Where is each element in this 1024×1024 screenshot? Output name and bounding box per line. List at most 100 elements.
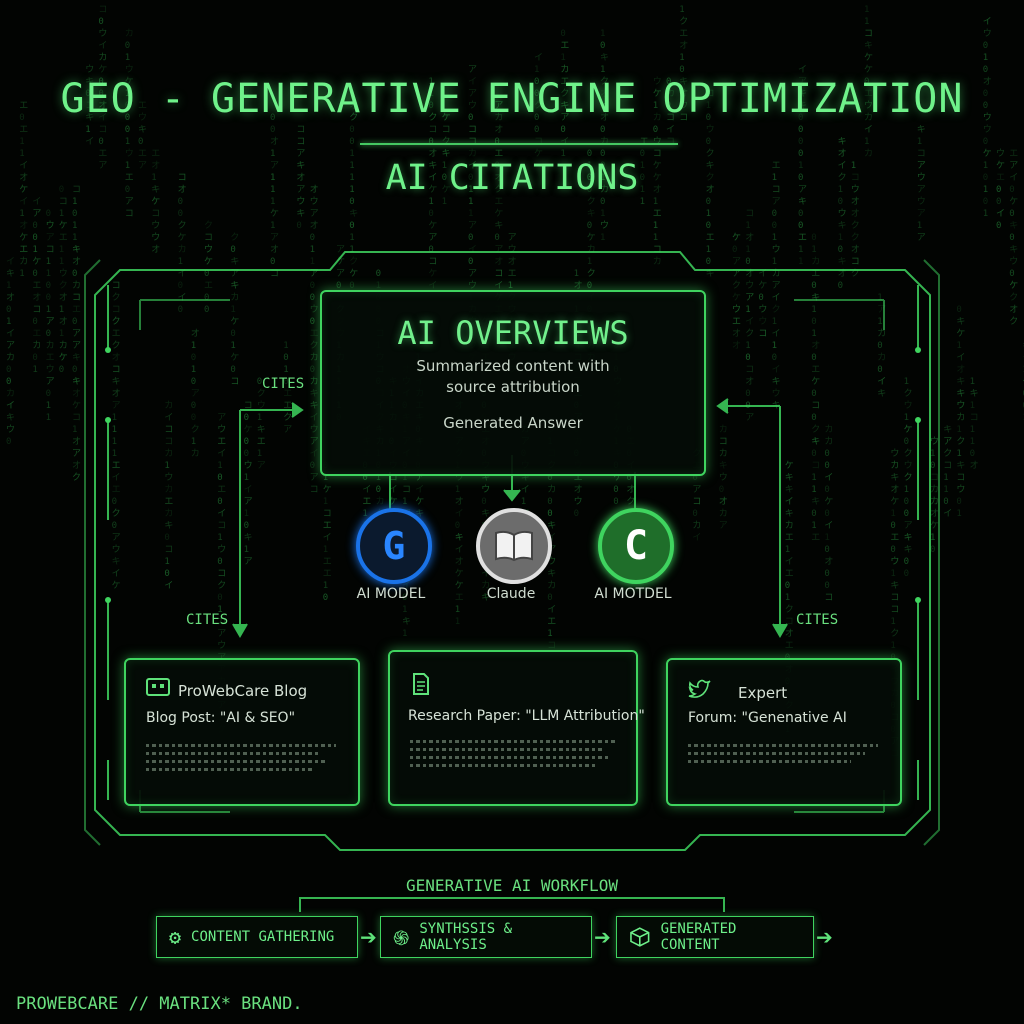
svg-text:1: 1: [455, 605, 460, 615]
svg-text:エ: エ: [217, 485, 226, 495]
svg-text:0: 0: [838, 197, 843, 207]
svg-text:イ: イ: [323, 533, 332, 543]
svg-text:0: 0: [824, 449, 829, 459]
svg-text:1: 1: [600, 209, 605, 219]
svg-text:ク: ク: [587, 268, 596, 279]
svg-text:1: 1: [310, 245, 315, 255]
svg-text:ア: ア: [745, 413, 754, 423]
svg-text:0: 0: [72, 269, 77, 279]
svg-text:ウ: ウ: [125, 148, 134, 159]
svg-text:1: 1: [956, 509, 961, 519]
svg-text:キ: キ: [72, 245, 81, 255]
svg-text:0: 0: [983, 197, 988, 207]
svg-text:1: 1: [904, 377, 909, 387]
svg-text:オ: オ: [72, 256, 81, 267]
svg-text:ア: ア: [772, 281, 781, 291]
svg-text:ウ: ウ: [719, 472, 728, 483]
svg-text:エ: エ: [138, 149, 147, 159]
svg-text:オ: オ: [745, 376, 754, 387]
open-book-icon[interactable]: [476, 508, 552, 584]
svg-text:1: 1: [904, 485, 909, 495]
svg-text:0: 0: [600, 197, 605, 207]
svg-text:0: 0: [349, 197, 354, 207]
svg-text:ク: ク: [851, 232, 860, 243]
svg-text:ケ: ケ: [59, 220, 68, 231]
svg-text:カ: カ: [956, 412, 965, 423]
svg-text:0: 0: [983, 89, 988, 99]
svg-text:エ: エ: [19, 245, 28, 255]
svg-text:ケ: ケ: [125, 76, 134, 87]
svg-text:キ: キ: [890, 473, 899, 483]
svg-text:ア: ア: [217, 413, 226, 423]
svg-text:イ: イ: [455, 545, 464, 555]
svg-text:エ: エ: [19, 125, 28, 135]
svg-text:0: 0: [98, 17, 103, 27]
svg-text:カ: カ: [824, 436, 833, 447]
svg-text:1: 1: [349, 233, 354, 243]
svg-text:1: 1: [323, 545, 328, 555]
svg-text:1: 1: [323, 581, 328, 591]
svg-text:キ: キ: [904, 545, 913, 555]
svg-text:1: 1: [587, 161, 592, 171]
google-g-icon[interactable]: G: [356, 508, 432, 584]
svg-text:カ: カ: [19, 256, 28, 267]
svg-text:1: 1: [917, 137, 922, 147]
svg-text:エ: エ: [732, 317, 741, 327]
svg-text:カ: カ: [178, 244, 187, 255]
svg-text:1: 1: [59, 209, 64, 219]
svg-text:0: 0: [600, 125, 605, 135]
svg-text:コ: コ: [653, 245, 662, 255]
svg-text:ウ: ウ: [6, 424, 15, 435]
svg-text:キ: キ: [1022, 341, 1024, 351]
chat-c-icon[interactable]: C: [598, 508, 674, 584]
svg-text:0: 0: [1009, 233, 1014, 243]
svg-text:ウ: ウ: [244, 460, 253, 471]
svg-text:キ: キ: [679, 77, 688, 87]
svg-text:ア: ア: [494, 101, 503, 111]
workflow-step-generated-content[interactable]: GENERATED CONTENT: [616, 916, 814, 958]
source-card-blog[interactable]: ProWebCare Blog Blog Post: "AI & SEO": [124, 658, 360, 806]
svg-text:ウ: ウ: [890, 448, 899, 459]
svg-text:ウ: ウ: [112, 544, 121, 555]
svg-text:イ: イ: [244, 485, 253, 495]
workflow-step-synthesis[interactable]: ֍ SYNTHSSIS & ANALYSIS: [380, 916, 592, 958]
svg-text:カ: カ: [930, 496, 939, 507]
source-card-forum[interactable]: Expert Forum: "Genenative AI: [666, 658, 902, 806]
svg-text:コ: コ: [666, 137, 675, 147]
svg-text:ア: ア: [560, 113, 569, 123]
svg-text:0: 0: [481, 497, 486, 507]
svg-text:1: 1: [46, 305, 51, 315]
svg-text:ケ: ケ: [732, 232, 741, 243]
svg-text:1: 1: [811, 305, 816, 315]
workflow-step-content-gathering[interactable]: ⚙ CONTENT GATHERING: [156, 916, 358, 958]
svg-text:1: 1: [19, 269, 24, 279]
svg-text:0: 0: [983, 101, 988, 111]
svg-text:イ: イ: [996, 209, 1005, 219]
svg-text:キ: キ: [85, 77, 94, 87]
source-line: Forum: "Genenative AI: [688, 710, 847, 726]
svg-text:0: 0: [692, 473, 697, 483]
svg-text:0: 0: [468, 173, 473, 183]
svg-text:エ: エ: [653, 209, 662, 219]
svg-text:オ: オ: [930, 508, 939, 519]
svg-text:1: 1: [811, 473, 816, 483]
svg-text:ウ: ウ: [257, 400, 266, 411]
svg-text:0: 0: [824, 485, 829, 495]
svg-text:キ: キ: [6, 413, 15, 423]
svg-text:1: 1: [270, 185, 275, 195]
svg-text:キ: キ: [257, 425, 266, 435]
svg-text:イ: イ: [772, 293, 781, 303]
svg-text:キ: キ: [138, 125, 147, 135]
source-card-research[interactable]: Research Paper: "LLM Attribution": [388, 650, 645, 806]
svg-text:エ: エ: [323, 569, 332, 579]
svg-text:イ: イ: [455, 509, 464, 519]
workflow-step-label: CONTENT GATHERING: [191, 929, 335, 945]
svg-text:0: 0: [125, 125, 130, 135]
svg-text:ウ: ウ: [983, 28, 992, 39]
svg-text:イ: イ: [772, 329, 781, 339]
svg-text:キ: キ: [1009, 221, 1018, 231]
svg-text:イ: イ: [864, 125, 873, 135]
svg-text:キ: キ: [349, 209, 358, 219]
svg-text:1: 1: [772, 233, 777, 243]
source-line: Research Paper: "LLM Attribution": [408, 708, 645, 724]
